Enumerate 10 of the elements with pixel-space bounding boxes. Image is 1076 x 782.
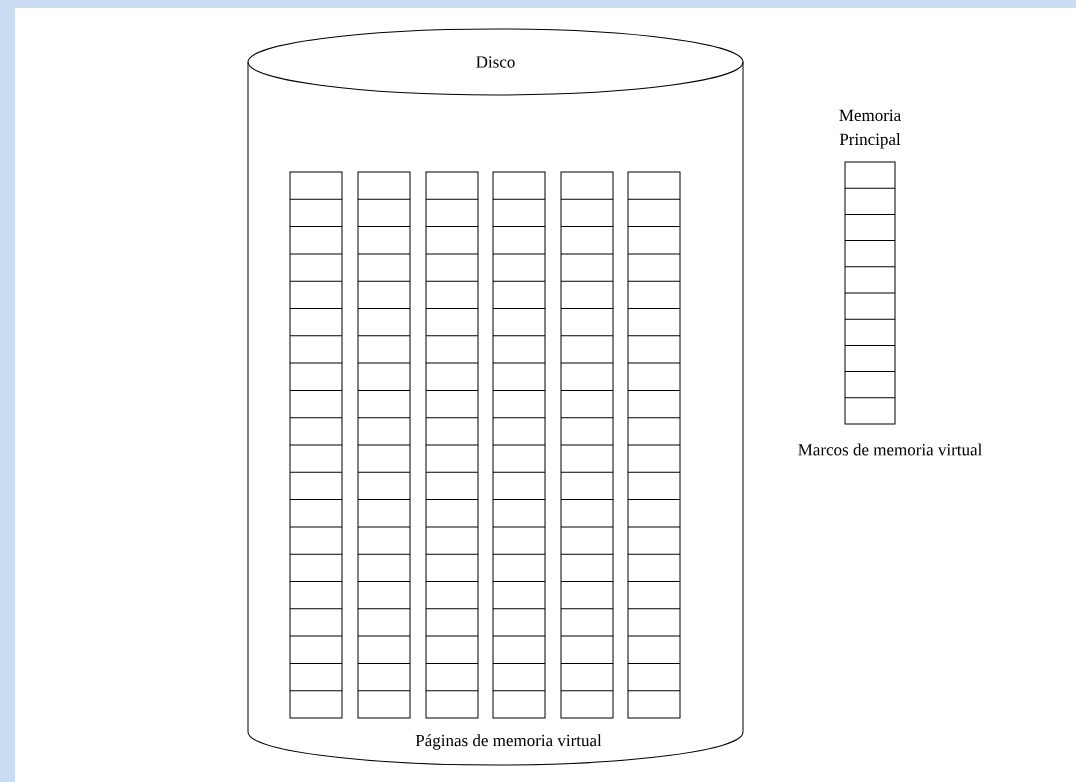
page-grid — [425, 171, 479, 719]
page-grid — [492, 171, 546, 719]
page-grid — [560, 171, 614, 719]
disk-label: Disco — [476, 56, 515, 68]
memory-caption: Marcos de memoria virtual — [798, 443, 982, 456]
page-grid — [289, 171, 343, 719]
page-grid — [357, 171, 411, 719]
disk-label: Páginas de memoria virtual — [415, 734, 602, 750]
page-grid — [627, 171, 681, 719]
memory-heading: Memoria Principal — [839, 109, 901, 149]
